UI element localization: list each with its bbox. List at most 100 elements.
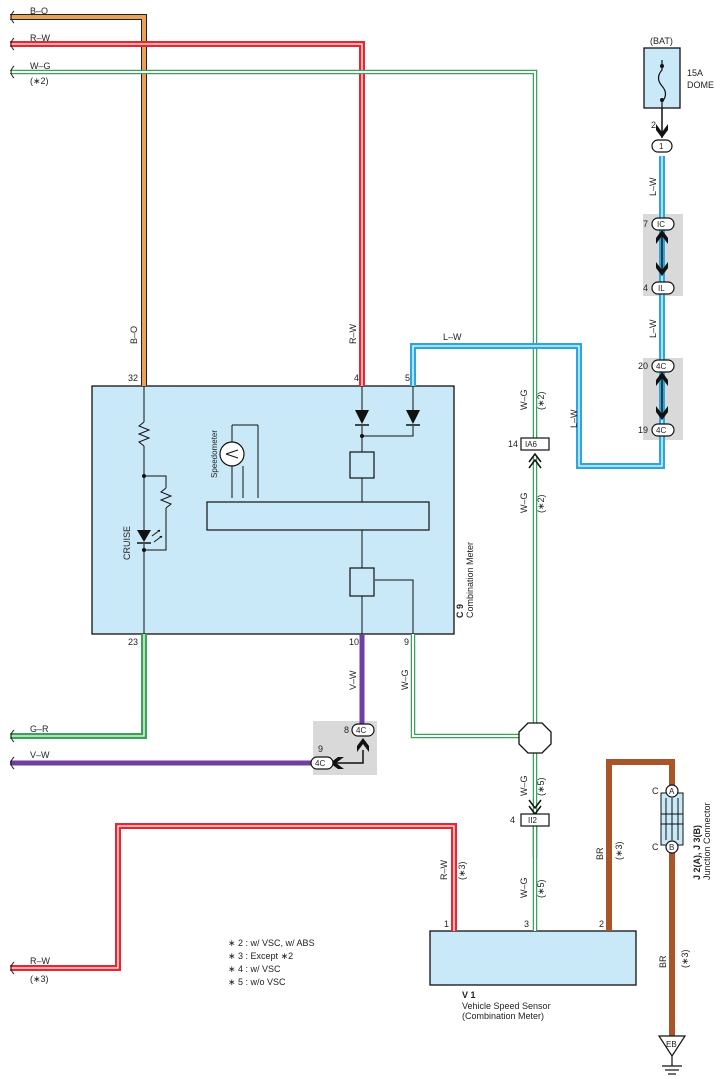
- junction-pin-c-top: C: [652, 786, 659, 796]
- pin-4-ii2: 4: [510, 815, 515, 825]
- connector-4c-lower-arrow-icon: [656, 406, 668, 420]
- splice-point-octagon: [518, 722, 552, 754]
- wire-b-o: [10, 14, 147, 386]
- label-r-w-top: R–W: [30, 33, 51, 43]
- cruise-led-icon: [137, 530, 151, 542]
- meter-code: C 9: [455, 604, 465, 618]
- label-note-5-v1: (∗5): [536, 777, 546, 796]
- label-br-vertical-1: BR: [595, 847, 605, 860]
- diode-1-icon: [355, 410, 369, 424]
- fuse-pin-label: 2: [651, 120, 656, 130]
- pin-19: 19: [638, 425, 648, 435]
- connector-il: IL: [651, 281, 675, 295]
- meter-pin-23: 23: [128, 637, 138, 647]
- wire-end-marks: [10, 10, 15, 975]
- label-b-o-vertical: B–O: [129, 326, 139, 344]
- label-note-2-v2: (∗2): [536, 494, 546, 513]
- battery-label: (BAT): [650, 36, 673, 46]
- connector-il-arrow-icon: [656, 262, 668, 276]
- meter-pin-32: 32: [128, 373, 138, 383]
- fuse-element-icon: [657, 60, 667, 108]
- sensor-pin-3: 3: [524, 919, 529, 929]
- label-r-w-bottom: R–W: [30, 956, 51, 966]
- label-w-g-vertical-5: W–G: [519, 877, 529, 898]
- label-w-g-vertical-1: W–G: [519, 389, 529, 410]
- connector-1: 1: [651, 139, 673, 153]
- meter-pin-10: 10: [349, 637, 359, 647]
- wire-br: [606, 759, 675, 1036]
- meter-pin-4: 4: [354, 373, 359, 383]
- meter-drive-bar: [206, 501, 430, 531]
- connector-4c-20: 4C: [651, 359, 675, 373]
- label-w-g-vertical-2: W–G: [519, 492, 529, 513]
- label-w-g-vertical-4: W–G: [519, 775, 529, 796]
- svg-text:B: B: [669, 843, 674, 852]
- svg-text:4C: 4C: [315, 759, 325, 768]
- label-note-3-bottom: (∗3): [30, 974, 49, 984]
- meter-pin-5: 5: [405, 373, 410, 383]
- label-l-w-vertical-3: L–W: [569, 409, 579, 428]
- connector-4c-9: 4C: [310, 756, 334, 770]
- label-note-3-br1: (∗3): [614, 841, 624, 860]
- wire-g-r: [10, 634, 147, 739]
- connector-4c-8-arrow-icon: [357, 738, 369, 752]
- meter-sensor-box: [349, 567, 375, 597]
- wire-w-g-pin9: [410, 634, 522, 739]
- label-v-w-vertical: V–W: [348, 670, 358, 690]
- svg-text:4C: 4C: [656, 426, 666, 435]
- label-l-w-horizontal: L–W: [443, 332, 462, 342]
- label-g-r: G–R: [30, 724, 49, 734]
- junction-code: J 2(A), J 3(B): [692, 825, 702, 880]
- wire-r-w-bottom: [10, 823, 457, 971]
- meter-pin-9: 9: [404, 637, 409, 647]
- svg-text:4C: 4C: [656, 362, 666, 371]
- wire-v-w: [10, 634, 365, 766]
- meter-speedometer-label: Speedometer: [210, 430, 219, 478]
- ground-eb: EB: [657, 1035, 687, 1075]
- label-note-5-v2: (∗5): [536, 879, 546, 898]
- label-b-o-top: B–O: [30, 6, 48, 16]
- label-note-2-v1: (∗2): [536, 391, 546, 410]
- pin-9-4c: 9: [318, 744, 323, 754]
- connector-ii2: II2: [520, 813, 550, 827]
- legend-line-2: ∗ 3 : Except ∗2: [228, 951, 293, 961]
- sensor-code: V 1: [462, 990, 476, 1000]
- meter-name: Combination Meter: [465, 542, 475, 618]
- pin-4-il: 4: [643, 283, 648, 293]
- label-note-2-top: (∗2): [30, 76, 49, 86]
- sensor-name-2: (Combination Meter): [462, 1011, 544, 1021]
- svg-text:4C: 4C: [356, 726, 366, 735]
- junction-pin-c-bottom: C: [652, 842, 659, 852]
- svg-text:IA6: IA6: [525, 440, 538, 449]
- legend-line-1: ∗ 2 : w/ VSC, w/ ABS: [228, 938, 315, 948]
- label-r-w-vertical-sensor: R–W: [439, 859, 449, 880]
- connector-4c-19: 4C: [651, 423, 675, 437]
- pin-14: 14: [508, 439, 518, 449]
- wire-r-w-top: [10, 41, 365, 386]
- svg-text:1: 1: [659, 142, 664, 151]
- label-v-w-left: V–W: [30, 750, 50, 760]
- label-br-vertical-2: BR: [658, 955, 668, 968]
- label-note-3-br2: (∗3): [680, 949, 690, 968]
- sensor-pin-1: 1: [444, 919, 449, 929]
- connector-ic-arrow-icon: [656, 230, 668, 244]
- label-l-w-vertical-2: L–W: [648, 319, 658, 338]
- connector-ia6: IA6: [520, 437, 550, 451]
- svg-text:EB: EB: [666, 1040, 677, 1049]
- meter-coil-box: [349, 451, 375, 479]
- svg-text:IL: IL: [658, 284, 665, 293]
- legend-line-4: ∗ 5 : w/o VSC: [228, 977, 286, 987]
- connector-ic: IC: [651, 217, 675, 231]
- wire-w-g-top: [10, 69, 538, 440]
- meter-cruise-label: CRUISE: [122, 526, 132, 560]
- svg-text:IC: IC: [657, 220, 665, 229]
- svg-text:II2: II2: [528, 816, 537, 825]
- connector-4c-upper-arrow-icon: [656, 372, 668, 386]
- fuse-name-label: DOME: [687, 80, 714, 90]
- svg-text:A: A: [669, 787, 675, 796]
- pin-8: 8: [344, 725, 349, 735]
- legend-line-3: ∗ 4 : w/ VSC: [228, 964, 281, 974]
- diode-2-icon: [406, 410, 420, 424]
- label-l-w-vertical-1: L–W: [648, 177, 658, 196]
